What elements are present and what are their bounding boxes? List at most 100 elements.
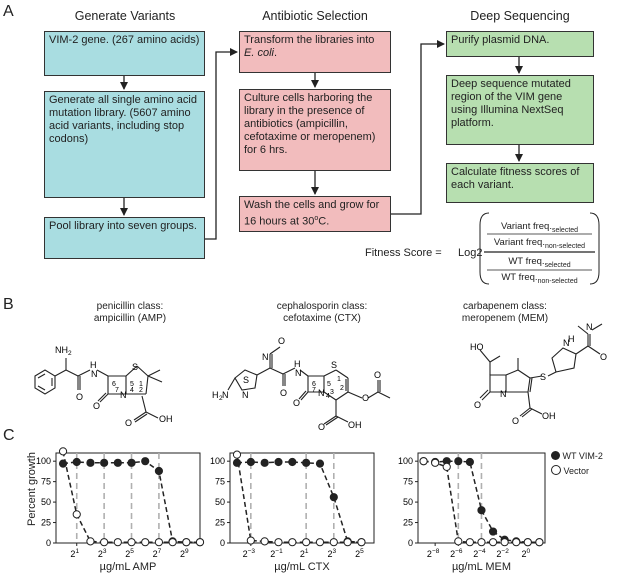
y-tick-label-1-1: 25 [215, 518, 225, 528]
column-title-generate-variants: Generate Variants [74, 9, 176, 23]
wash-unit: C. [318, 215, 330, 228]
y-tick-label-1-4: 100 [210, 456, 225, 466]
svg-text:H: H [568, 334, 575, 344]
y-tick-label-0-2: 50 [41, 497, 51, 507]
data-point-0-0-5 [127, 458, 136, 467]
svg-text:H: H [90, 360, 97, 370]
data-point-0-0-2 [86, 458, 95, 467]
y-tick-label-0-0: 0 [46, 538, 51, 548]
data-point-1-1-2 [260, 537, 269, 546]
data-point-2-0-3 [454, 457, 463, 466]
data-point-0-1-8 [168, 538, 177, 547]
box-pool-library: Pool library into seven groups. [44, 217, 205, 259]
svg-text:H: H [212, 390, 219, 400]
data-point-1-1-4 [288, 538, 297, 547]
panel-a-letter: A [3, 3, 14, 20]
data-point-2-1-8 [512, 538, 521, 547]
y-tick-label-2-2: 50 [403, 497, 413, 507]
box-fitness-scores: Calculate fitness scores of each variant… [446, 163, 594, 203]
legend-vector-label: Vector [563, 466, 590, 476]
svg-text:S: S [243, 375, 249, 385]
x-tick-label-1-1: 2−1 [270, 548, 283, 559]
drug-class-cephalosporin: cephalosporin class: [276, 301, 368, 312]
x-tick-label-1-3: 23 [327, 548, 336, 559]
chart-frame-1 [229, 452, 375, 544]
svg-text:6: 6 [112, 381, 116, 388]
x-axis-label-ctx: µg/mL CTX [274, 561, 330, 573]
x-tick-label-0-1: 23 [98, 548, 107, 559]
svg-text:2: 2 [340, 385, 344, 392]
data-point-2-1-3 [454, 537, 463, 546]
data-point-1-1-7 [329, 538, 338, 547]
svg-text:N: N [91, 369, 98, 379]
data-point-1-1-1 [246, 536, 255, 545]
svg-text:O: O [512, 416, 519, 426]
svg-text:N: N [563, 338, 570, 348]
legend-vector: Vector [551, 465, 589, 476]
x-tick-label-2-2: 2−4 [473, 548, 486, 559]
svg-text:2: 2 [68, 350, 72, 357]
svg-text:OH: OH [159, 414, 173, 424]
degree-sup: o [314, 215, 319, 222]
data-point-0-1-10 [195, 538, 205, 547]
svg-text:1: 1 [139, 381, 143, 388]
svg-text:2: 2 [139, 387, 143, 394]
svg-text:H: H [294, 359, 301, 369]
x-tick-label-0-4: 29 [180, 548, 189, 559]
series-line-1-1 [236, 454, 362, 543]
equation-lhs: Fitness Score = [365, 247, 442, 259]
svg-text:3: 3 [330, 389, 334, 396]
x-axis-label-mem: µg/mL MEM [451, 561, 512, 573]
x-tick-label-2-1: 2−6 [450, 548, 463, 559]
svg-text:O: O [293, 398, 300, 408]
svg-text:4: 4 [130, 387, 134, 394]
data-point-0-0-6 [141, 457, 150, 466]
x-tick-label-1-4: 25 [355, 548, 364, 559]
column-title-deep-sequencing: Deep Sequencing [470, 9, 570, 23]
data-point-0-1-6 [141, 538, 150, 547]
box-generate-library: Generate all single amino acid mutation … [44, 91, 205, 198]
svg-text:N: N [295, 368, 302, 378]
data-point-1-1-8 [343, 538, 352, 547]
data-point-0-1-1 [72, 510, 81, 519]
svg-text:O: O [278, 336, 285, 346]
y-tick-label-1-0: 0 [220, 538, 225, 548]
equation-log: Log2 [458, 247, 483, 259]
legend-filled-marker-icon [551, 451, 560, 460]
data-point-1-0-0 [232, 458, 242, 467]
svg-text:O: O [318, 422, 325, 432]
x-tick-label-2-0: 2−8 [427, 548, 440, 559]
svg-text:N: N [586, 322, 593, 332]
data-point-0-1-2 [86, 537, 95, 546]
panel-c-letter: C [3, 427, 15, 444]
svg-text:N: N [222, 390, 229, 400]
y-tick-label-1-2: 50 [215, 497, 225, 507]
x-tick-label-2-4: 20 [521, 548, 530, 559]
data-point-2-1-5 [477, 538, 486, 547]
svg-text:OH: OH [348, 420, 362, 430]
wash-text: Wash the cells and grow for 16 hours at … [244, 199, 380, 228]
data-point-0-1-0 [58, 447, 68, 456]
y-tick-label-0-1: 25 [41, 518, 51, 528]
data-point-1-1-9 [357, 538, 366, 547]
svg-text:O: O [280, 388, 287, 398]
legend-wt: WT VIM-2 [551, 451, 603, 461]
data-point-1-0-7 [329, 493, 338, 502]
data-point-1-1-5 [302, 538, 311, 547]
legend-open-marker-icon [551, 465, 561, 475]
data-point-0-1-3 [100, 538, 109, 547]
svg-text:O: O [474, 400, 481, 410]
column-title-antibiotic-selection: Antibiotic Selection [262, 9, 368, 23]
box-transform: Transform the libraries into E. coli. [239, 31, 391, 73]
data-point-0-1-7 [154, 538, 164, 547]
equation-variant-nonselected: Variant freq.non-selected [493, 237, 586, 250]
drug-name-meropenem: meropenem (MEM) [461, 313, 549, 324]
svg-text:S: S [540, 372, 546, 382]
box-culture-cells: Culture cells harboring the library in t… [239, 89, 391, 171]
y-tick-label-0-4: 100 [36, 456, 51, 466]
svg-text:O: O [125, 418, 132, 428]
data-point-2-0-5 [477, 506, 486, 515]
